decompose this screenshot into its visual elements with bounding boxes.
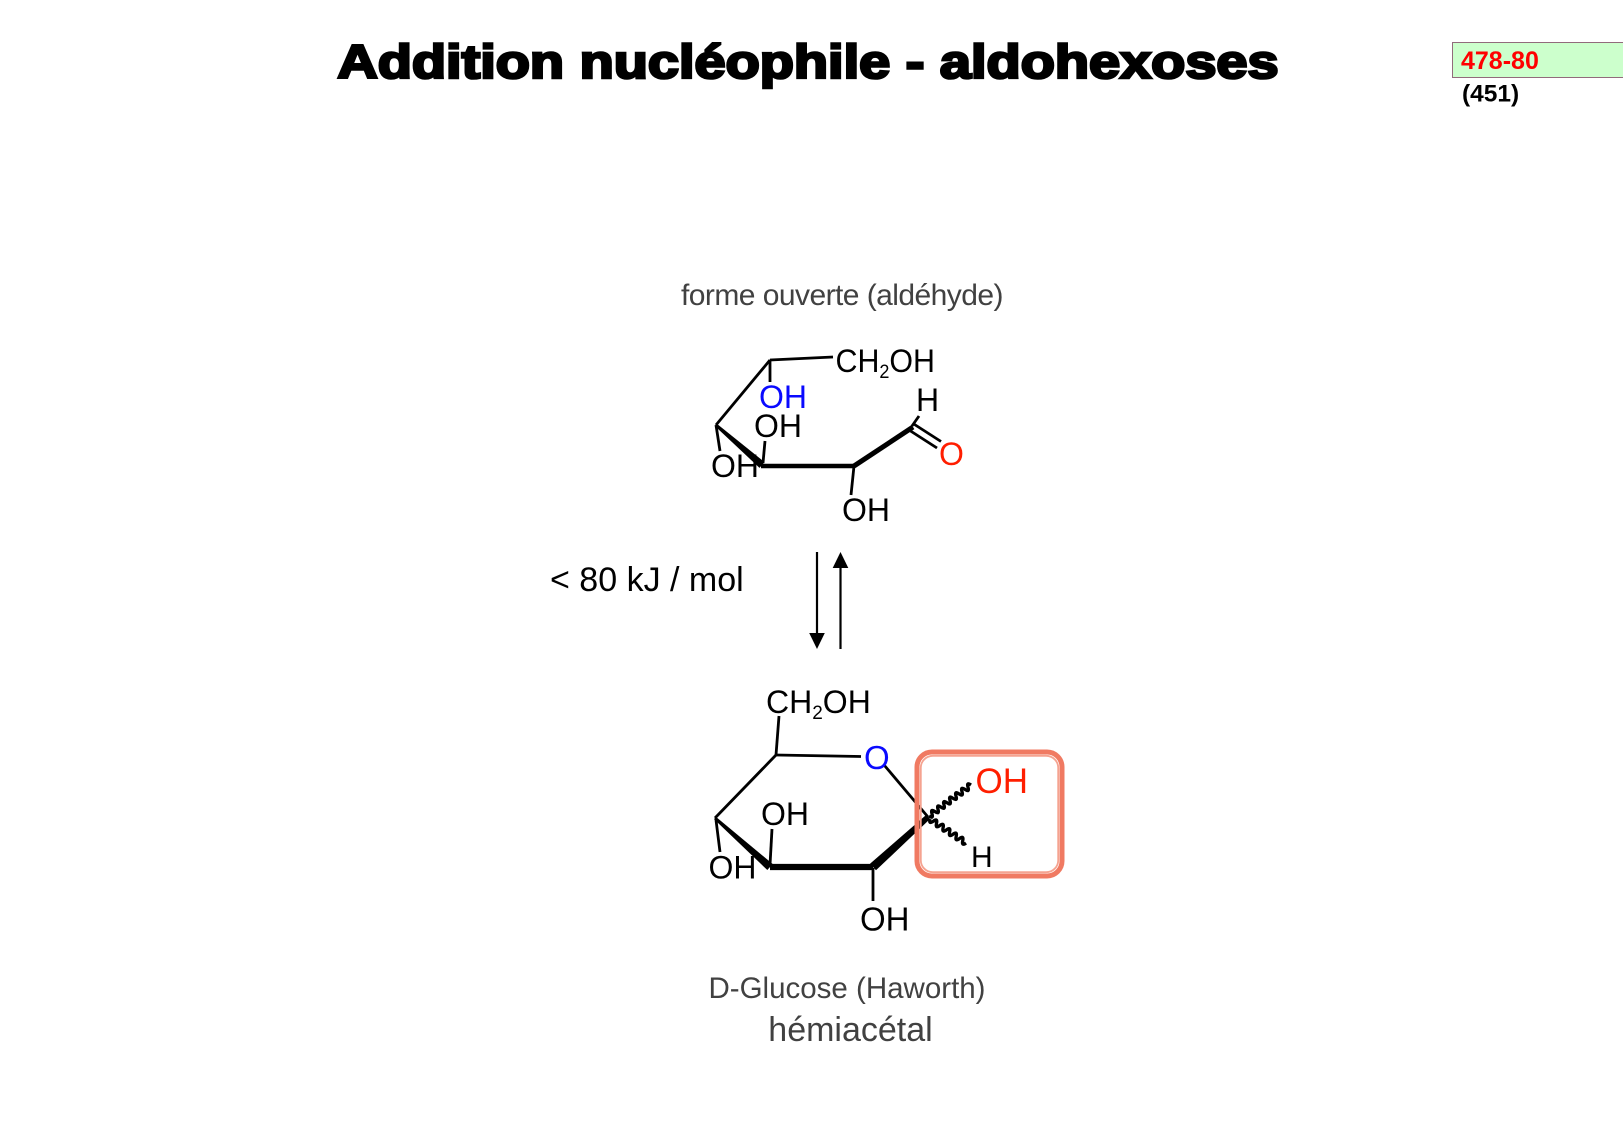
- svg-text:Addition nucléophile - aldohex: Addition nucléophile - aldohexoses: [337, 35, 1278, 88]
- svg-text:OH: OH: [761, 796, 809, 832]
- svg-text:CH2OH: CH2OH: [766, 684, 871, 724]
- svg-text:OH: OH: [759, 379, 807, 415]
- svg-text:CH2OH: CH2OH: [836, 343, 936, 383]
- svg-text:OH: OH: [711, 448, 759, 484]
- svg-text:(451): (451): [1462, 81, 1519, 108]
- svg-text:OH: OH: [976, 762, 1029, 801]
- svg-text:478-80: 478-80: [1461, 47, 1539, 75]
- svg-text:H: H: [916, 382, 939, 418]
- svg-text:OH: OH: [709, 850, 757, 886]
- svg-text:H: H: [971, 841, 993, 874]
- svg-text:OH: OH: [842, 492, 890, 528]
- svg-text:forme ouverte (aldéhyde): forme ouverte (aldéhyde): [681, 279, 1003, 312]
- svg-text:O: O: [939, 436, 964, 472]
- svg-text:O: O: [864, 739, 890, 776]
- svg-text:D-Glucose (Haworth): D-Glucose (Haworth): [708, 972, 985, 1005]
- svg-text:< 80 kJ / mol: < 80 kJ / mol: [550, 561, 744, 599]
- svg-text:hémiacétal: hémiacétal: [768, 1011, 932, 1049]
- svg-text:OH: OH: [754, 408, 802, 444]
- svg-text:OH: OH: [860, 901, 910, 938]
